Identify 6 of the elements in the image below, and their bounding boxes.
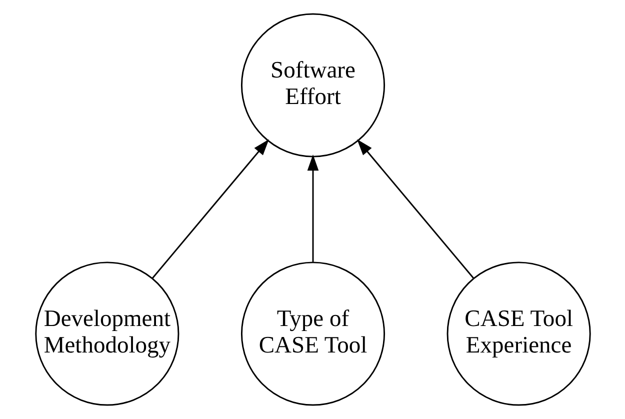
arrow bbox=[151, 139, 269, 279]
arrow bbox=[356, 139, 474, 279]
node-circle: Development Methodology bbox=[34, 262, 179, 406]
node-circle: CASE Tool Experience bbox=[446, 262, 590, 406]
node-circle: Type of CASE Tool bbox=[240, 262, 385, 406]
arrow bbox=[306, 154, 318, 262]
